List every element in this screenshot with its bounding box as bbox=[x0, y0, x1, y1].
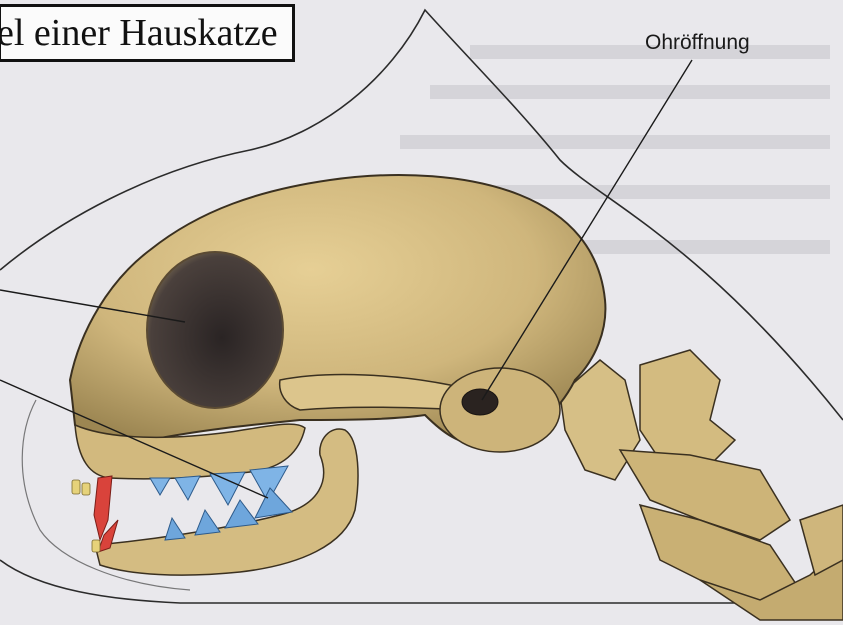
page-title: el einer Hauskatze bbox=[0, 11, 278, 55]
vertebrae bbox=[560, 350, 843, 620]
label-ear-opening: Ohröffnung bbox=[645, 31, 750, 55]
title-box: el einer Hauskatze bbox=[0, 4, 295, 62]
tympanic-bulla bbox=[440, 368, 560, 452]
ear-opening bbox=[462, 389, 498, 415]
orbit bbox=[147, 252, 283, 408]
